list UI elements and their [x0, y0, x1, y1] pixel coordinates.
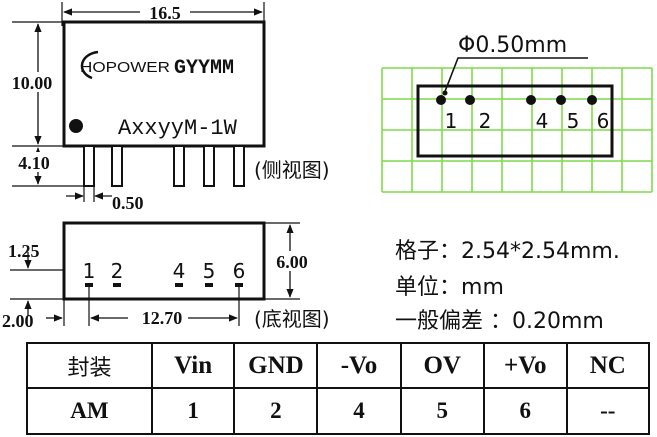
- table-cell: 6: [482, 387, 568, 435]
- table-header-cell: Vin: [150, 342, 236, 389]
- bottom-pin-pad: [235, 283, 243, 287]
- dim-pitch-span-label: 12.70: [142, 308, 183, 328]
- table-header-cell: 封装: [26, 342, 153, 389]
- part-number: AxxyyM-1W: [118, 116, 238, 141]
- bottom-pin-label: 4: [173, 259, 186, 283]
- spec-tolerance: 一般偏差 ：0.20mm: [381, 278, 604, 335]
- table-header-cell: -Vo: [316, 342, 402, 389]
- table-cell: 5: [399, 387, 485, 435]
- table-header-cell: OV: [399, 342, 485, 389]
- footprint-pin-label: 5: [567, 109, 580, 133]
- table-row: AM 1 2 4 5 6 --: [26, 387, 651, 435]
- bottom-pin-pad: [205, 283, 213, 287]
- hopower-logo-swoosh: [80, 50, 99, 80]
- footprint-pin-labels: 1 2 4 5 6: [445, 109, 610, 133]
- pin1-marker-dot: [69, 119, 83, 133]
- bottom-view-caption: (底视图): [254, 307, 330, 331]
- footprint-pin-label: 4: [536, 109, 549, 133]
- footprint-hole: [526, 95, 536, 105]
- spec-tolerance-value: ：0.20mm: [490, 309, 604, 334]
- spec-unit-value: mm: [461, 275, 504, 300]
- side-pin: [173, 145, 185, 187]
- footprint-pin-label: 2: [479, 109, 492, 133]
- spec-unit: 单位：mm: [381, 244, 504, 301]
- dim-pin-thickness-label: 0.50: [112, 193, 144, 213]
- spec-tolerance-label: 一般偏差: [395, 309, 484, 334]
- bottom-pin-label: 5: [203, 259, 216, 283]
- module-body-side: [62, 20, 266, 148]
- side-pin: [203, 145, 215, 187]
- table-cell: 1: [150, 387, 236, 435]
- hole-diameter-label: Φ0.50mm: [458, 33, 567, 58]
- bottom-pin-label: 6: [233, 259, 246, 283]
- bottom-pin-pad: [85, 283, 93, 287]
- footprint-outline: [416, 84, 614, 158]
- module-body-bottom: [62, 221, 266, 301]
- dim-height-label: 10.00: [12, 73, 53, 93]
- table-cell: --: [565, 387, 651, 435]
- side-pin: [83, 145, 95, 187]
- hole-leader-line: [443, 57, 588, 95]
- dimension-drawing: 16.5 HOPOWER GYYMM AxxyyM-1W 10.00 4.10: [2, 2, 653, 331]
- footprint-pin-label: 6: [597, 109, 610, 133]
- table-header-cell: NC: [565, 342, 651, 389]
- footprint-pin-label: 1: [445, 109, 458, 133]
- bottom-pin-labels: 1 2 4 5 6: [83, 259, 246, 283]
- footprint-hole: [556, 95, 566, 105]
- footprint-hole: [465, 95, 475, 105]
- bottom-pin-label: 1: [83, 259, 96, 283]
- side-pin: [233, 145, 245, 187]
- footprint-hole: [436, 95, 446, 105]
- dim-body-height-label: 6.00: [276, 252, 308, 272]
- spec-unit-label: 单位：: [395, 275, 462, 300]
- table-header-row: 封装 Vin GND -Vo OV +Vo NC: [26, 342, 651, 389]
- footprint-hole: [587, 95, 597, 105]
- spec-grid-size: 格子：2.54*2.54mm.: [381, 208, 620, 265]
- table-cell: 4: [316, 387, 402, 435]
- spec-grid-label: 格子：: [395, 239, 462, 264]
- logo-text: HOPOWER: [80, 59, 170, 76]
- side-pin: [111, 145, 123, 187]
- dim-offset-label: 2.00: [2, 311, 34, 331]
- table-header-cell: GND: [233, 342, 319, 389]
- footprint-view: 1 2 4 5 6 Φ0.50mm: [381, 33, 653, 193]
- footprint-grid: [381, 67, 653, 193]
- bottom-pin-pad: [113, 283, 121, 287]
- table-cell: AM: [26, 387, 153, 435]
- dim-pin-length-label: 4.10: [18, 153, 50, 173]
- side-view-caption: (侧视图): [254, 158, 330, 182]
- bottom-pin-pad: [175, 283, 183, 287]
- dim-pin-width-label: 1.25: [8, 241, 40, 261]
- bottom-view: 1 2 4 5 6 1.25 6.00 2.00 12.70 (底视图): [2, 221, 330, 331]
- date-code: GYYMM: [174, 57, 234, 80]
- pin-function-table: 封装 Vin GND -Vo OV +Vo NC AM 1 2 4 5 6 --: [26, 342, 651, 435]
- spec-grid-value: 2.54*2.54mm.: [461, 239, 620, 264]
- side-view: 16.5 HOPOWER GYYMM AxxyyM-1W 10.00 4.10: [2, 2, 330, 213]
- table-cell: 2: [233, 387, 319, 435]
- bottom-pin-label: 2: [111, 259, 124, 283]
- dim-width-label: 16.5: [149, 3, 181, 23]
- table-header-cell: +Vo: [482, 342, 568, 389]
